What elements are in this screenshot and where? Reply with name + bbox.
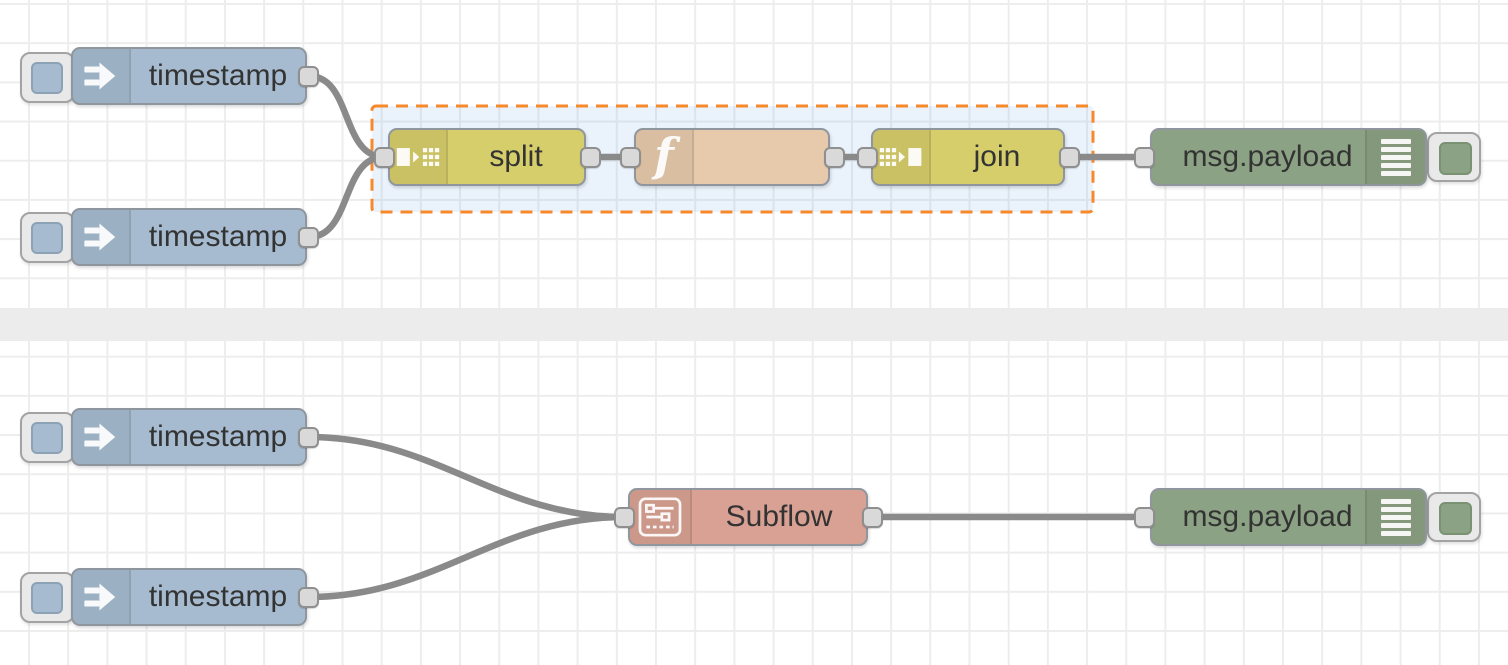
output-port[interactable] — [298, 227, 319, 248]
debug-list-icon — [1365, 130, 1425, 184]
input-port[interactable] — [374, 147, 395, 168]
inject-button-face — [31, 422, 63, 454]
node-label: timestamp — [148, 580, 288, 613]
node-inject-timestamp[interactable]: timestamp — [71, 208, 307, 266]
output-port[interactable] — [862, 507, 883, 528]
output-port[interactable] — [1059, 147, 1080, 168]
node-debug-msg-payload[interactable]: msg.payload — [1150, 488, 1427, 546]
debug-button-face — [1439, 502, 1472, 535]
node-function[interactable]: f — [634, 128, 830, 186]
function-icon: f — [636, 130, 694, 184]
node-label: msg.payload — [1182, 500, 1353, 533]
node-subflow[interactable]: Subflow — [628, 488, 868, 546]
node-label: split — [489, 140, 543, 173]
output-port[interactable] — [580, 147, 601, 168]
inject-button[interactable] — [20, 412, 75, 463]
debug-toggle-button[interactable] — [1427, 132, 1481, 182]
input-port[interactable] — [1134, 507, 1155, 528]
node-label — [694, 130, 828, 184]
output-port[interactable] — [298, 427, 319, 448]
node-inject-timestamp[interactable]: timestamp — [71, 568, 307, 626]
output-port[interactable] — [824, 147, 845, 168]
output-port[interactable] — [298, 587, 319, 608]
node-debug-msg-payload[interactable]: msg.payload — [1150, 128, 1427, 186]
node-label: timestamp — [148, 420, 288, 453]
node-inject-timestamp[interactable]: timestamp — [71, 408, 307, 466]
debug-list-icon — [1365, 490, 1425, 544]
inject-arrow-icon — [73, 570, 131, 624]
node-label: Subflow — [725, 500, 833, 533]
wire-inject3-subflow[interactable] — [305, 433, 628, 521]
input-port[interactable] — [620, 147, 641, 168]
inject-button-face — [31, 582, 63, 614]
node-label: msg.payload — [1182, 140, 1353, 173]
inject-arrow-icon — [73, 410, 131, 464]
inject-button-face — [31, 62, 63, 94]
split-icon — [390, 130, 448, 184]
inject-button[interactable] — [20, 572, 75, 623]
node-split[interactable]: split — [388, 128, 586, 186]
output-port[interactable] — [298, 66, 319, 87]
section-divider — [0, 308, 1508, 341]
node-join[interactable]: join — [871, 128, 1065, 186]
debug-button-face — [1439, 142, 1472, 175]
node-inject-timestamp[interactable]: timestamp — [71, 47, 307, 105]
inject-arrow-icon — [73, 49, 131, 103]
inject-arrow-icon — [73, 210, 131, 264]
wire-inject1-split[interactable] — [305, 72, 388, 161]
inject-button-face — [31, 222, 63, 254]
join-icon — [873, 130, 931, 184]
node-label: timestamp — [148, 220, 288, 253]
node-label: timestamp — [148, 59, 288, 92]
input-port[interactable] — [857, 147, 878, 168]
node-label: join — [973, 140, 1021, 173]
subflow-icon — [630, 490, 692, 544]
inject-button[interactable] — [20, 212, 75, 263]
wire-inject2-split[interactable] — [305, 153, 388, 241]
input-port[interactable] — [1134, 147, 1155, 168]
debug-toggle-button[interactable] — [1427, 492, 1481, 542]
inject-button[interactable] — [20, 52, 75, 103]
wire-inject4-subflow[interactable] — [305, 513, 628, 601]
input-port[interactable] — [614, 507, 635, 528]
